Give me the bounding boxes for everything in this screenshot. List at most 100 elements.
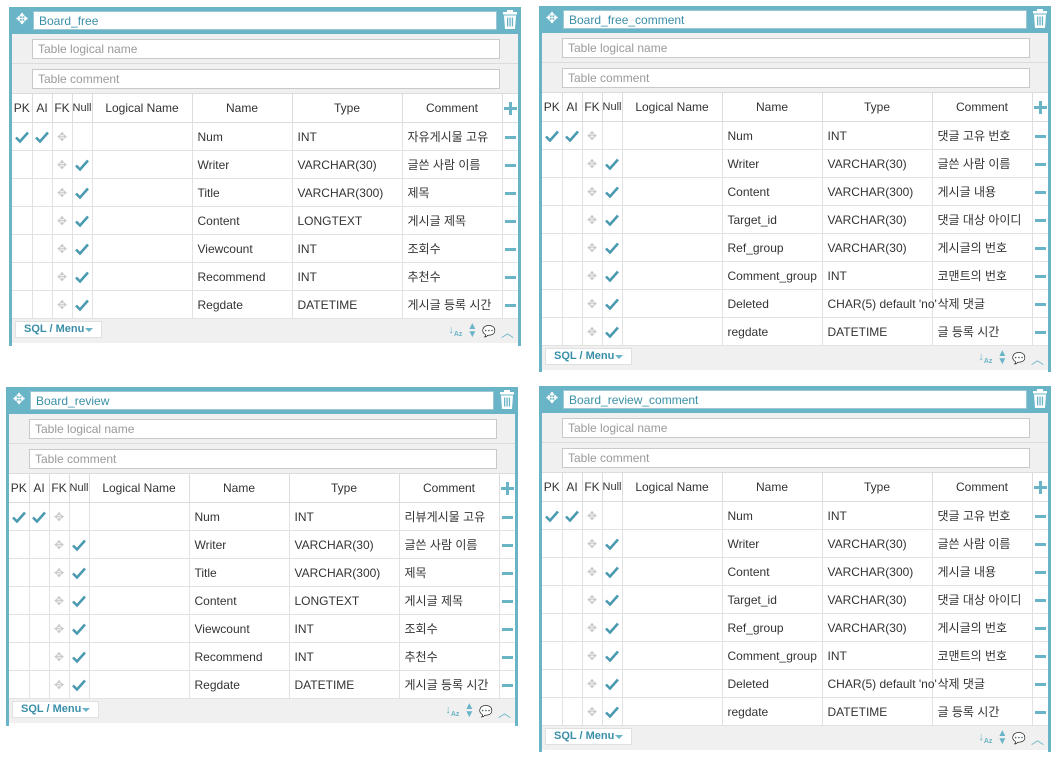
fk-cell[interactable]: ✥: [582, 177, 603, 206]
column-type-cell[interactable]: INT: [822, 641, 933, 670]
fk-move-icon[interactable]: ✥: [56, 157, 68, 172]
pk-cell[interactable]: [12, 178, 33, 207]
minus-icon[interactable]: [1034, 598, 1046, 602]
table-header[interactable]: ✥: [9, 7, 521, 34]
column-name-cell[interactable]: Writer: [189, 530, 290, 559]
column-comment-cell[interactable]: 조회수: [402, 234, 503, 263]
collapse-icon[interactable]: ︿: [497, 704, 511, 720]
ai-cell[interactable]: [29, 586, 50, 615]
column-comment-cell[interactable]: 글 등록 시간: [932, 697, 1033, 726]
minus-icon[interactable]: [1034, 654, 1046, 658]
fk-cell[interactable]: ✥: [582, 205, 603, 234]
fk-cell[interactable]: ✥: [582, 121, 603, 150]
logical-name-cell[interactable]: [89, 614, 190, 643]
table-comment-input[interactable]: [562, 68, 1030, 88]
fk-move-icon[interactable]: ✥: [586, 620, 598, 635]
null-cell[interactable]: [69, 670, 90, 699]
column-comment-cell[interactable]: 글쓴 사람 이름: [932, 149, 1033, 178]
null-check-icon[interactable]: [75, 298, 89, 312]
ai-check-icon[interactable]: [565, 129, 579, 143]
null-cell[interactable]: [602, 261, 623, 290]
column-name-cell[interactable]: regdate: [722, 697, 823, 726]
ai-check-icon[interactable]: [32, 510, 46, 524]
logical-name-cell[interactable]: [622, 261, 723, 290]
column-comment-cell[interactable]: 추천수: [399, 642, 500, 671]
logical-name-cell[interactable]: [89, 502, 190, 531]
minus-icon[interactable]: [1034, 710, 1046, 714]
fk-move-icon[interactable]: ✥: [56, 185, 68, 200]
move-icon[interactable]: ✥: [545, 390, 559, 407]
trash-icon[interactable]: [501, 10, 519, 30]
null-cell[interactable]: [602, 557, 623, 586]
table-name-input[interactable]: [563, 10, 1027, 29]
fk-move-icon[interactable]: ✥: [586, 536, 598, 551]
null-cell[interactable]: [72, 290, 93, 319]
table-name-input[interactable]: [30, 391, 494, 410]
null-cell[interactable]: [72, 262, 93, 291]
fk-cell[interactable]: ✥: [52, 262, 73, 291]
table-logical-name-input[interactable]: [29, 419, 497, 439]
fk-move-icon[interactable]: ✥: [56, 213, 68, 228]
fk-cell[interactable]: ✥: [582, 557, 603, 586]
pk-cell[interactable]: [542, 501, 563, 530]
minus-icon[interactable]: [504, 219, 516, 223]
pk-cell[interactable]: [542, 205, 563, 234]
minus-icon[interactable]: [1034, 190, 1046, 194]
pk-cell[interactable]: [12, 262, 33, 291]
fk-cell[interactable]: ✥: [52, 150, 73, 179]
column-comment-cell[interactable]: 댓글 대상 아이디: [932, 585, 1033, 614]
fk-move-icon[interactable]: ✥: [586, 648, 598, 663]
null-check-icon[interactable]: [75, 270, 89, 284]
fk-cell[interactable]: ✥: [52, 290, 73, 319]
column-name-cell[interactable]: Target_id: [722, 585, 823, 614]
move-icon[interactable]: ✥: [545, 10, 559, 27]
ai-cell[interactable]: [562, 261, 583, 290]
table-name-input[interactable]: [563, 390, 1027, 409]
minus-icon[interactable]: [504, 163, 516, 167]
sql-menu-button[interactable]: SQL / Menu: [545, 348, 632, 365]
fk-move-icon[interactable]: ✥: [586, 268, 598, 283]
column-comment-cell[interactable]: 제목: [399, 558, 500, 587]
minus-icon[interactable]: [1034, 134, 1046, 138]
ai-cell[interactable]: [562, 585, 583, 614]
column-name-cell[interactable]: Recommend: [189, 642, 290, 671]
fk-move-icon[interactable]: ✥: [53, 509, 65, 524]
ai-cell[interactable]: [32, 122, 53, 151]
move-icon[interactable]: ✥: [12, 391, 26, 408]
ai-cell[interactable]: [562, 557, 583, 586]
null-check-icon[interactable]: [605, 537, 619, 551]
column-name-cell[interactable]: Ref_group: [722, 613, 823, 642]
null-cell[interactable]: [602, 121, 623, 150]
column-type-cell[interactable]: DATETIME: [289, 670, 400, 699]
ai-cell[interactable]: [562, 317, 583, 346]
null-check-icon[interactable]: [605, 565, 619, 579]
null-cell[interactable]: [602, 317, 623, 346]
column-name-cell[interactable]: Comment_group: [722, 641, 823, 670]
column-name-cell[interactable]: Recommend: [192, 262, 293, 291]
logical-name-cell[interactable]: [92, 262, 193, 291]
column-name-cell[interactable]: Regdate: [192, 290, 293, 319]
null-check-icon[interactable]: [75, 158, 89, 172]
null-check-icon[interactable]: [605, 705, 619, 719]
minus-icon[interactable]: [504, 191, 516, 195]
plus-icon[interactable]: [500, 482, 514, 496]
pk-cell[interactable]: [542, 233, 563, 262]
column-name-cell[interactable]: Comment_group: [722, 261, 823, 290]
fk-move-icon[interactable]: ✥: [586, 212, 598, 227]
ai-cell[interactable]: [29, 530, 50, 559]
ai-cell[interactable]: [29, 642, 50, 671]
ai-cell[interactable]: [562, 149, 583, 178]
fk-move-icon[interactable]: ✥: [586, 564, 598, 579]
column-type-cell[interactable]: INT: [289, 642, 400, 671]
logical-name-cell[interactable]: [622, 233, 723, 262]
column-name-cell[interactable]: Target_id: [722, 205, 823, 234]
column-comment-cell[interactable]: 게시글 내용: [932, 177, 1033, 206]
ai-cell[interactable]: [562, 697, 583, 726]
fk-move-icon[interactable]: ✥: [586, 128, 598, 143]
